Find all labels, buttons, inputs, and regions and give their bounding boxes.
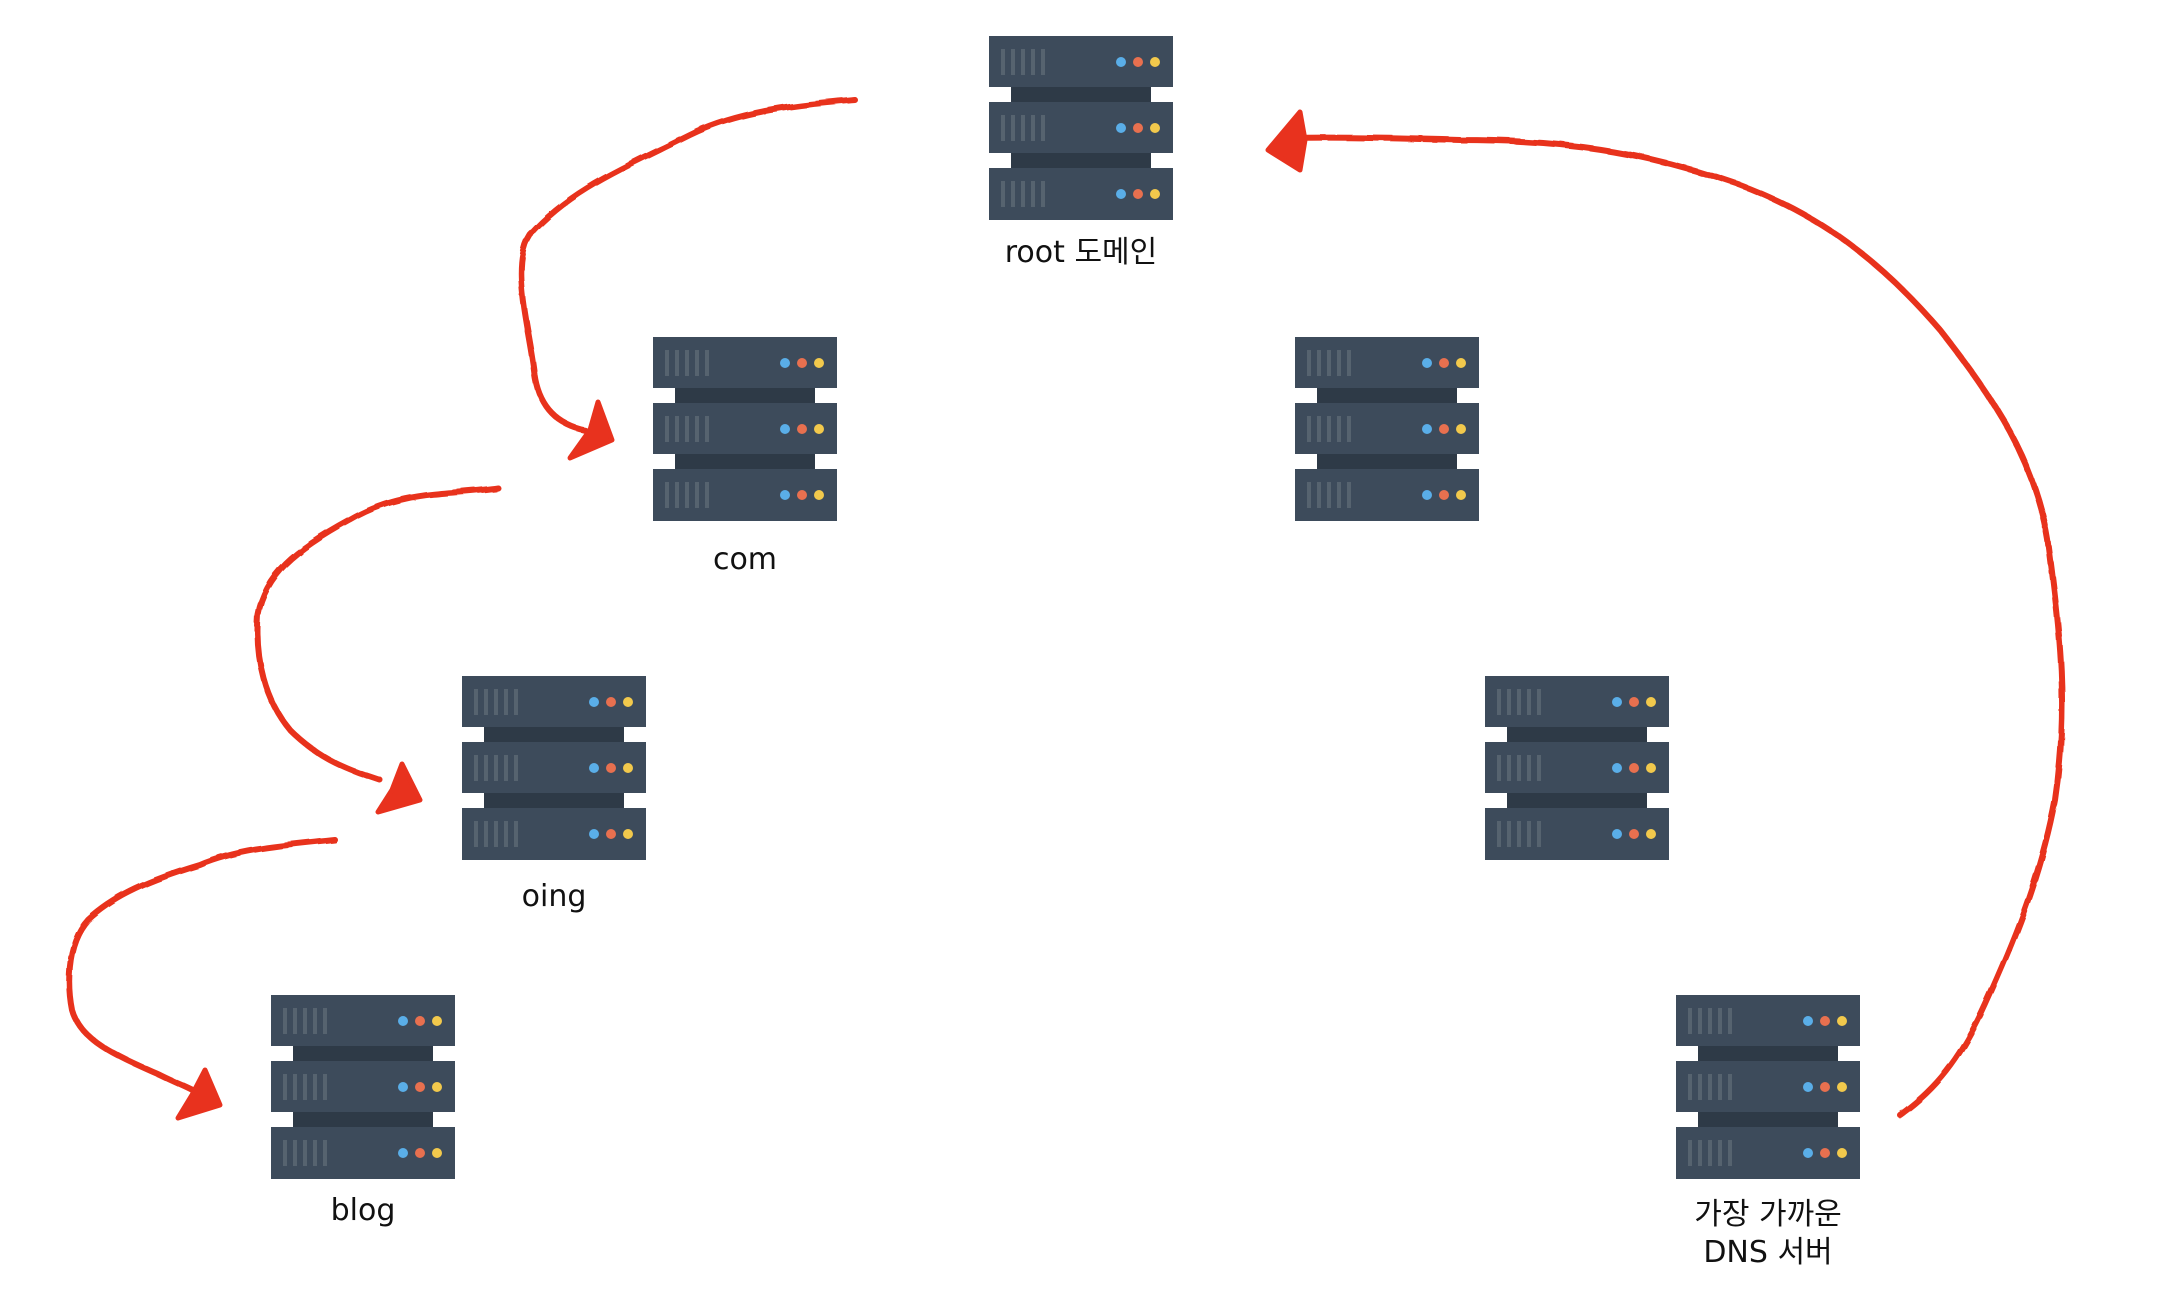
right-upper-server [1295, 337, 1479, 521]
right-middle-server [1485, 676, 1669, 860]
oing-label: oing [521, 879, 587, 914]
com-label: com [712, 542, 778, 577]
server-rack-icon [462, 676, 646, 860]
arrow-nearest-to-root [1265, 109, 2066, 1118]
com-server [653, 337, 837, 521]
arrow-com-to-oing [254, 485, 501, 815]
nearest-dns-label: 가장 가까운 DNS 서버 [1694, 1196, 1842, 1272]
server-rack-icon [1676, 995, 1860, 1179]
server-rack-icon [1295, 337, 1479, 521]
root-label: root 도메인 [1004, 235, 1158, 270]
blog-server [271, 995, 455, 1179]
nearest-dns-label-line1: 가장 가까운 [1694, 1197, 1842, 1232]
server-rack-icon [1485, 676, 1669, 860]
arrow-oing-to-blog [66, 837, 338, 1121]
server-rack-icon [271, 995, 455, 1179]
server-rack-icon [989, 36, 1173, 220]
arrow-root-to-com [518, 97, 858, 461]
blog-label: blog [330, 1193, 396, 1228]
oing-server [462, 676, 646, 860]
nearest-dns-server [1676, 995, 1860, 1179]
nearest-dns-label-line2: DNS 서버 [1703, 1235, 1833, 1270]
root-server [989, 36, 1173, 220]
server-rack-icon [653, 337, 837, 521]
